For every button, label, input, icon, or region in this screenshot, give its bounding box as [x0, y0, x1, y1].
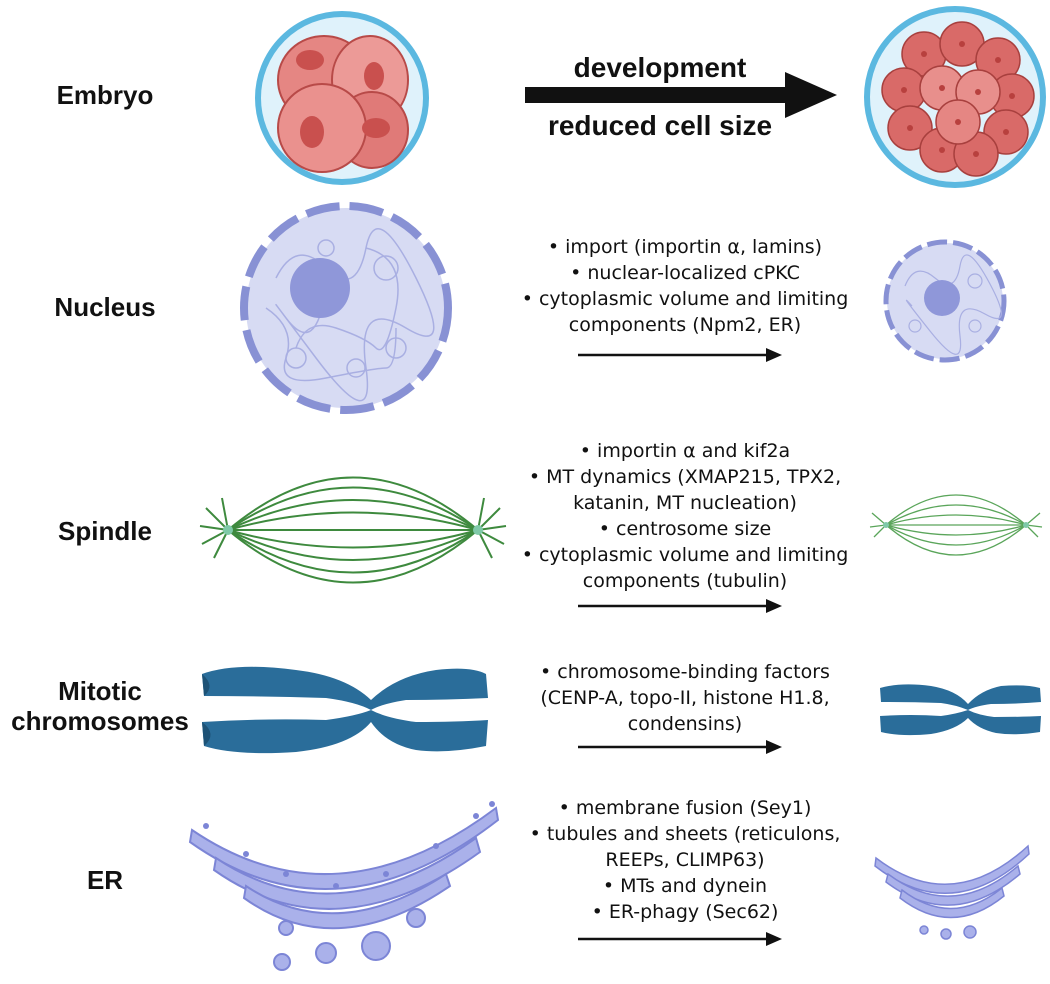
spindle-small-illustration: [869, 494, 1043, 556]
arrow-er: [578, 932, 782, 946]
chromosome-small-illustration: [880, 684, 1041, 736]
factor-line: • tubules and sheets (reticulons,: [529, 823, 841, 845]
factor-line: condensins): [627, 713, 743, 735]
row-label-nucleus: Nucleus: [54, 292, 156, 322]
row-label-mitotic-chromosomes: Mitotic chromosomes: [0, 676, 200, 736]
factors-spindle: • importin α and kif2a • MT dynamics (XM…: [520, 438, 850, 594]
factor-line: components (Npm2, ER): [568, 314, 802, 336]
factor-line: • cytoplasmic volume and limiting: [521, 288, 849, 310]
nucleus-large-illustration: [240, 202, 452, 414]
reduced-cell-size-label: reduced cell size: [547, 110, 773, 141]
er-large-illustration: [188, 801, 500, 971]
factor-line: • import (importin α, lamins): [547, 236, 823, 258]
factors-er: • membrane fusion (Sey1) • tubules and s…: [520, 795, 850, 925]
factors-chromosomes: • chromosome-binding factors (CENP-A, to…: [520, 659, 850, 737]
arrow-chromosomes: [578, 740, 782, 754]
nucleus-small-illustration: [883, 239, 1007, 363]
row-label-line: Mitotic: [58, 676, 142, 706]
spindle-large-illustration: [199, 476, 507, 584]
development-label: development: [573, 52, 747, 83]
er-small-illustration: [874, 844, 1030, 940]
factor-line: • ER-phagy (Sec62): [591, 901, 779, 923]
embryo-late-illustration: [864, 6, 1046, 188]
embryo-early-illustration: [255, 11, 429, 185]
factor-line: • nuclear-localized cPKC: [570, 262, 800, 284]
factor-line: • importin α and kif2a: [579, 440, 791, 462]
factor-line: • cytoplasmic volume and limiting: [521, 544, 849, 566]
factor-line: katanin, MT nucleation): [573, 492, 797, 514]
factor-line: (CENP-A, topo-II, histone H1.8,: [540, 687, 830, 709]
factor-line: • centrosome size: [598, 518, 772, 540]
row-label-embryo: Embryo: [56, 80, 154, 110]
factor-line: • chromosome-binding factors: [540, 661, 830, 683]
row-label-spindle: Spindle: [58, 516, 152, 546]
arrow-nucleus: [578, 348, 782, 362]
factor-line: • membrane fusion (Sey1): [558, 797, 812, 819]
factor-line: • MT dynamics (XMAP215, TPX2,: [528, 466, 842, 488]
row-label-line: chromosomes: [11, 706, 189, 736]
development-arrow: [525, 72, 837, 118]
row-label-er: ER: [86, 865, 124, 895]
factors-nucleus: • import (importin α, lamins) • nuclear-…: [520, 234, 850, 338]
factor-line: REEPs, CLIMP63): [605, 849, 765, 871]
factor-line: • MTs and dynein: [602, 875, 768, 897]
factor-line: components (tubulin): [582, 570, 788, 592]
arrow-spindle: [578, 599, 782, 613]
chromosome-large-illustration: [202, 666, 488, 754]
